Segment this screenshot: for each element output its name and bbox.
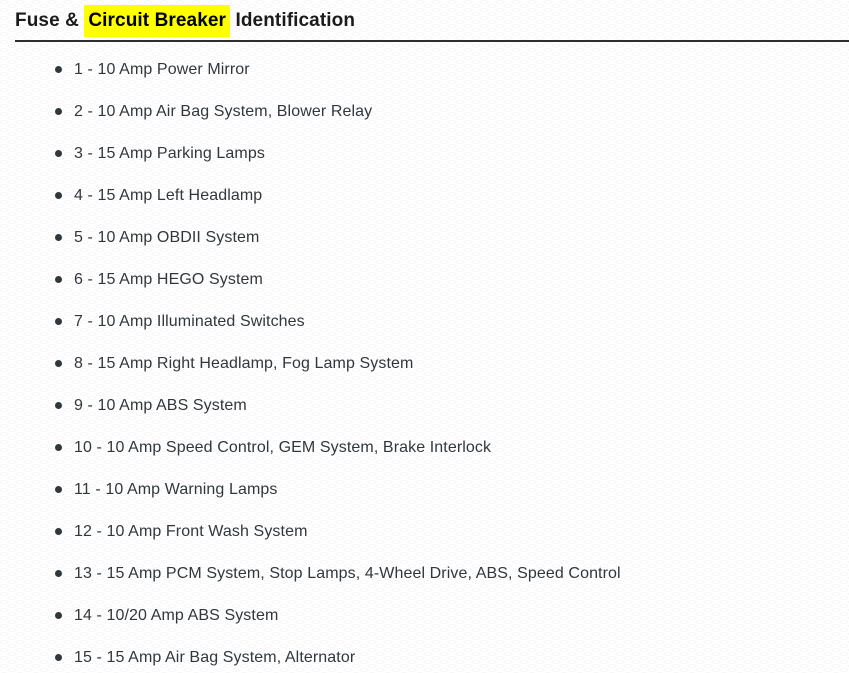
fuse-list-item: 4 - 15 Amp Left Headlamp bbox=[55, 185, 849, 206]
page-header: Fuse & Circuit Breaker Identification bbox=[15, 0, 849, 42]
fuse-list-item: 2 - 10 Amp Air Bag System, Blower Relay bbox=[55, 101, 849, 122]
fuse-list-item: 9 - 10 Amp ABS System bbox=[55, 395, 849, 416]
fuse-list-item: 5 - 10 Amp OBDII System bbox=[55, 227, 849, 248]
page-title-suffix: Identification bbox=[230, 10, 356, 31]
fuse-list-item: 14 - 10/20 Amp ABS System bbox=[55, 605, 849, 626]
fuse-list-item: 13 - 15 Amp PCM System, Stop Lamps, 4-Wh… bbox=[55, 563, 849, 584]
fuse-list-item: 11 - 10 Amp Warning Lamps bbox=[55, 479, 849, 500]
fuse-list-item: 15 - 15 Amp Air Bag System, Alternator bbox=[55, 647, 849, 668]
fuse-list-item: 3 - 15 Amp Parking Lamps bbox=[55, 143, 849, 164]
page-title: Fuse & Circuit Breaker Identification bbox=[15, 5, 849, 37]
page-title-highlight: Circuit Breaker bbox=[84, 5, 231, 37]
fuse-list-item: 12 - 10 Amp Front Wash System bbox=[55, 521, 849, 542]
page-title-prefix: Fuse & bbox=[15, 10, 85, 31]
fuse-list-item: 6 - 15 Amp HEGO System bbox=[55, 269, 849, 290]
fuse-list-item: 7 - 10 Amp Illuminated Switches bbox=[55, 311, 849, 332]
fuse-list-item: 10 - 10 Amp Speed Control, GEM System, B… bbox=[55, 437, 849, 458]
fuse-list-item: 8 - 15 Amp Right Headlamp, Fog Lamp Syst… bbox=[55, 353, 849, 374]
fuse-list-item: 1 - 10 Amp Power Mirror bbox=[55, 59, 849, 80]
fuse-list: 1 - 10 Amp Power Mirror 2 - 10 Amp Air Ba… bbox=[0, 59, 849, 668]
